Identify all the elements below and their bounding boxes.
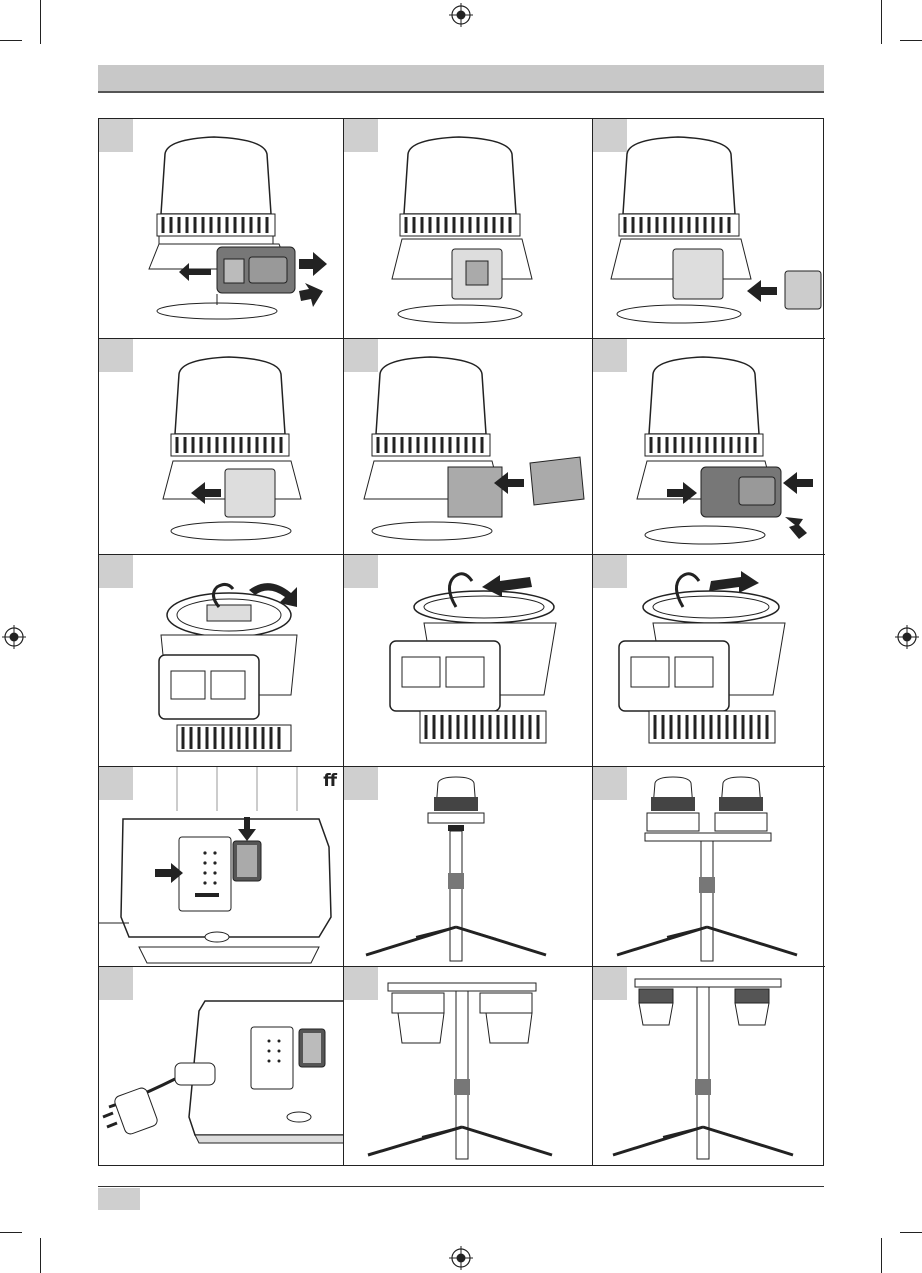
lamp-battery-icon [344, 119, 593, 339]
tripod-icon [593, 967, 825, 1165]
crop-mark [900, 40, 922, 41]
hook-icon [99, 555, 344, 767]
figure-panel [593, 339, 825, 555]
registration-mark-icon [2, 625, 26, 649]
crop-mark [40, 0, 41, 44]
hook-icon [344, 555, 593, 767]
registration-mark-icon [449, 1246, 473, 1270]
figure-panel [344, 967, 593, 1165]
figure-panel [344, 555, 593, 767]
crop-mark [0, 1232, 22, 1233]
switch-icon [99, 767, 344, 967]
crop-mark [40, 1238, 41, 1273]
figure-panel [344, 339, 593, 555]
crop-mark [900, 1232, 922, 1233]
figure-panel [99, 555, 344, 767]
figure-panel [593, 967, 825, 1165]
page-number-box [98, 1188, 140, 1210]
lamp-battery-icon [99, 119, 344, 339]
figure-panel [344, 767, 593, 967]
plug-icon [99, 967, 344, 1165]
crop-mark [881, 1238, 882, 1273]
tripod-icon [344, 767, 593, 967]
crop-mark [881, 0, 882, 44]
section-header-bar [98, 65, 824, 93]
figure-panel [593, 555, 825, 767]
footer-rule [98, 1186, 824, 1187]
figure-panel [344, 119, 593, 339]
figure-panel [593, 119, 825, 339]
figure-panel [99, 967, 344, 1165]
figure-panel [99, 119, 344, 339]
tripod-icon [593, 767, 825, 967]
registration-mark-icon [449, 3, 473, 27]
crop-mark [0, 40, 22, 41]
registration-mark-icon [895, 625, 919, 649]
figure-panel [99, 339, 344, 555]
hook-icon [593, 555, 825, 767]
figure-grid: ff [98, 118, 824, 1166]
lamp-pack-icon [344, 339, 593, 555]
tripod-icon [344, 967, 593, 1165]
figure-panel [593, 767, 825, 967]
lamp-adapter-icon [593, 119, 825, 339]
lamp-pack-icon [593, 339, 825, 555]
figure-panel: ff [99, 767, 344, 967]
lamp-adapter-icon [99, 339, 344, 555]
